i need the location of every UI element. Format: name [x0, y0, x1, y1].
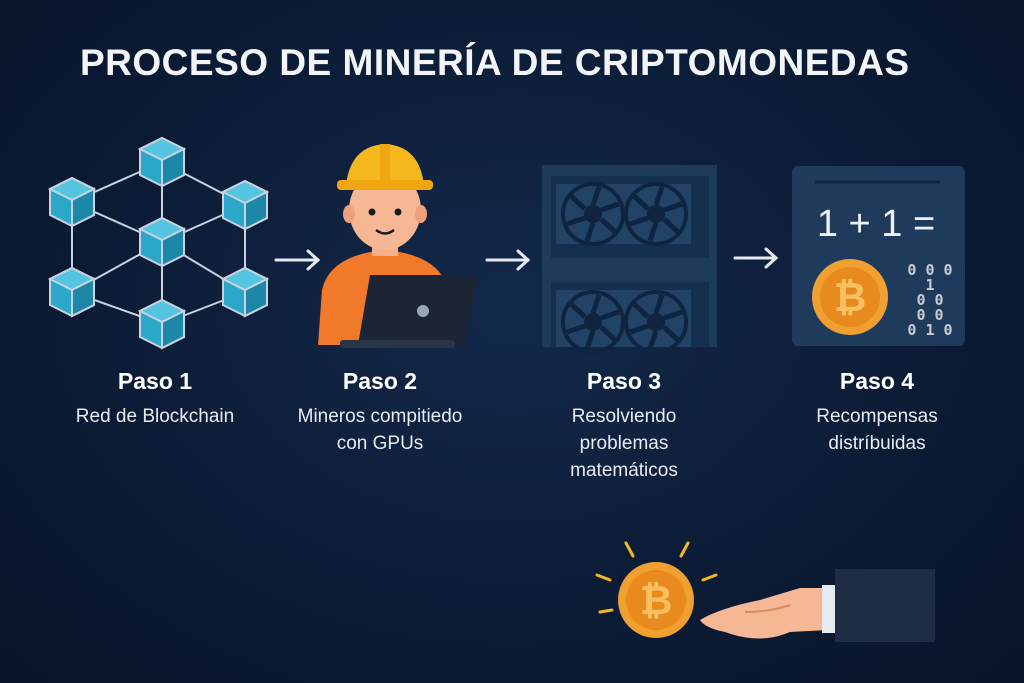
step-4: Paso 4 Recompensas distríbuidas — [762, 368, 992, 457]
step-label: Paso 1 — [117, 368, 193, 394]
gpu-rig-icon — [542, 165, 717, 352]
binary-row: 0 0 0 — [907, 261, 952, 279]
blockchain-network-icon — [49, 137, 268, 349]
step-description: distríbuidas — [828, 433, 926, 454]
binary-row: 0 0 — [916, 306, 943, 324]
math-reward-icon: 1 + 1 = 0 0 0 1 0 0 0 0 0 1 0 — [792, 166, 965, 346]
step-label: Paso 4 — [839, 368, 915, 394]
hand-icon — [700, 569, 935, 642]
equation-text: 1 + 1 = — [817, 203, 935, 245]
step-description: Red de Blockchain — [75, 406, 235, 427]
miner-laptop-icon — [318, 144, 478, 348]
step-label: Paso 2 — [342, 368, 418, 394]
binary-row: 0 1 0 — [907, 321, 952, 339]
step-description: problemas — [579, 433, 669, 454]
step-2: Paso 2 Mineros compitiedo con GPUs — [265, 368, 495, 457]
arrow-icon — [485, 249, 531, 271]
arrow-icon — [274, 249, 321, 271]
step-1: Paso 1 Red de Blockchain — [40, 368, 270, 430]
bitcoin-coin-icon — [595, 541, 718, 638]
step-description: Recompensas — [816, 406, 938, 427]
step-3: Paso 3 Resolviendo problemas matemáticos — [509, 368, 739, 484]
page-title: PROCESO DE MINERÍA DE CRIPTOMONEDAS — [80, 42, 910, 83]
step-label: Paso 3 — [586, 368, 662, 394]
binary-row: 1 — [925, 276, 934, 294]
step-description: matemáticos — [570, 460, 678, 481]
step-description: Resolviendo — [571, 406, 677, 427]
step-description: con GPUs — [336, 433, 424, 454]
arrow-icon — [733, 247, 779, 269]
step-description: Mineros compitiedo — [297, 406, 463, 427]
binary-row: 0 0 — [916, 291, 943, 309]
